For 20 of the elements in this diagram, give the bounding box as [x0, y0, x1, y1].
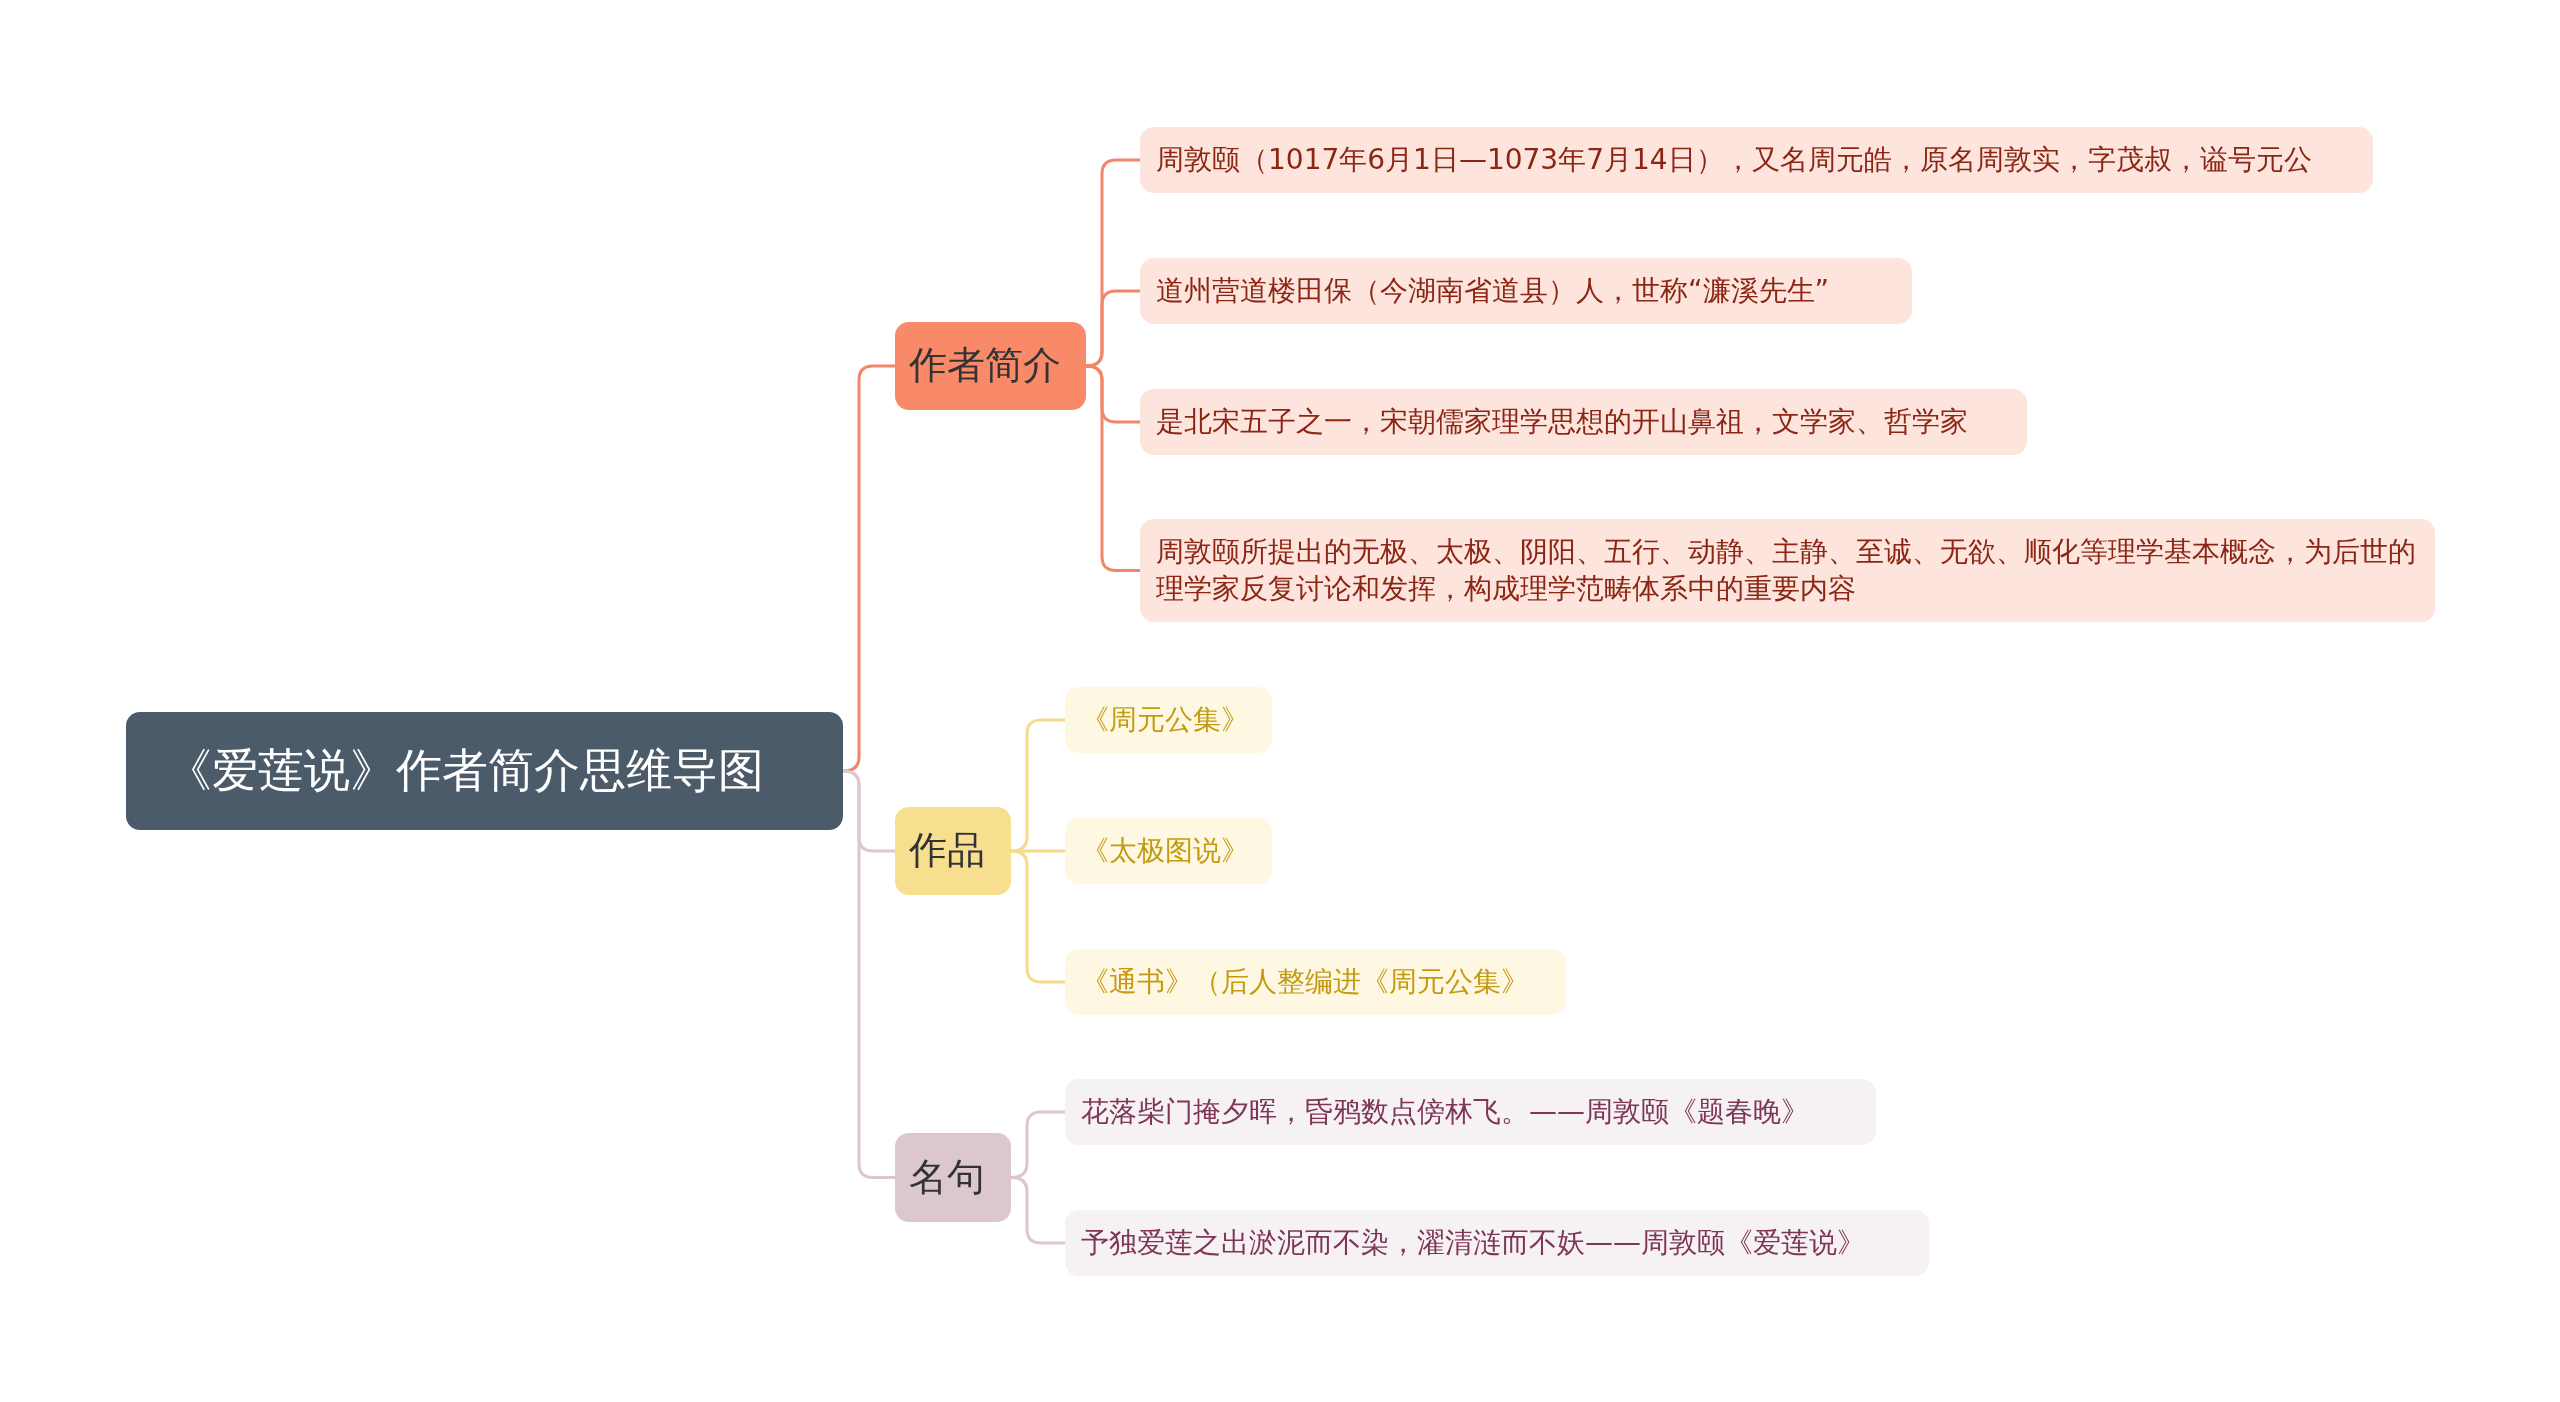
topic-box: 周敦颐（1017年6月1日—1073年7月14日），又名周元皓，原名周敦实，字茂叔，谥号元公	[1140, 127, 2373, 193]
connector-line	[842, 364, 895, 773]
connector-line	[1085, 289, 1140, 368]
connector-line	[1010, 849, 1065, 984]
topic-box: 是北宋五子之一，宋朝儒家理学思想的开山鼻祖，文学家、哲学家	[1140, 389, 2027, 455]
branch-box: 作者简介	[895, 322, 1086, 410]
topic-box: 花落柴门掩夕晖，昏鸦数点傍林飞。——周敦颐《题春晚》	[1065, 1079, 1876, 1145]
topic-box: 《太极图说》	[1065, 818, 1272, 884]
topic-box: 予独爱莲之出淤泥而不染，濯清涟而不妖——周敦颐《爱莲说》	[1065, 1210, 1929, 1276]
topic-box: 《周元公集》	[1065, 687, 1272, 753]
connector-line	[842, 769, 895, 1179]
branch-box: 名句	[895, 1133, 1011, 1222]
topic-box: 道州营道楼田保（今湖南省道县）人，世称“濂溪先生”	[1140, 258, 1912, 324]
connector-line	[1010, 718, 1065, 853]
topic-box: 周敦颐所提出的无极、太极、阴阳、五行、动静、主静、至诚、无欲、顺化等理学基本概念，为后世的理学家反复讨论和发挥，构成理学范畴体系中的重要内容	[1140, 519, 2435, 622]
topic-box: 《通书》（后人整编进《周元公集》	[1065, 949, 1566, 1015]
branch-box: 作品	[895, 807, 1011, 895]
connector-line	[1010, 1176, 1065, 1245]
central-topic-box: 《爱莲说》作者简介思维导图	[126, 712, 843, 830]
connector-line	[1085, 364, 1140, 572]
